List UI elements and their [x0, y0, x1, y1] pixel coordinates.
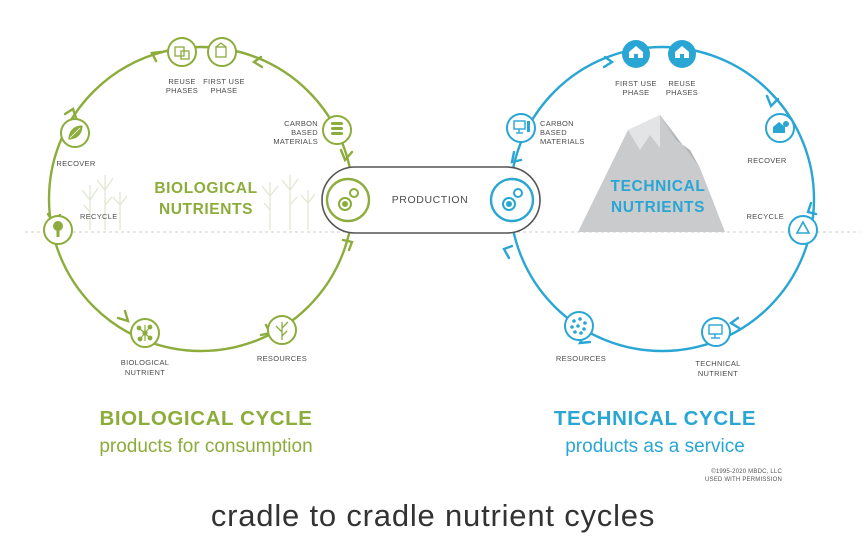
leaf-icon	[67, 124, 84, 141]
house-icon	[675, 46, 689, 58]
tech-label-nutrient-1: TECHNICAL	[695, 359, 740, 368]
bio-node-reuse	[167, 37, 197, 67]
tech-node-first-use	[622, 40, 650, 68]
tech-label-reuse-1: REUSE	[668, 79, 695, 88]
bio-label-reuse-2: PHASES	[166, 86, 198, 95]
bio-cycle-title: BIOLOGICAL CYCLE	[99, 407, 312, 430]
house-icon	[629, 46, 643, 58]
tech-label-nutrient-2: NUTRIENT	[698, 369, 738, 378]
bio-node-resources	[267, 315, 297, 345]
tech-node-reuse	[668, 40, 696, 68]
bio-label-nutrient-2: NUTRIENT	[125, 368, 165, 377]
sprout-icon	[275, 321, 289, 340]
tech-node-recycle	[788, 215, 818, 245]
bio-node-first-use	[207, 37, 237, 67]
tech-node-recover	[765, 113, 795, 143]
gear-icon	[502, 188, 523, 211]
tech-label-first-use-2: PHASE	[623, 88, 650, 97]
copyright-line2: USED WITH PERMISSION	[705, 477, 782, 483]
footer-title: cradle to cradle nutrient cycles	[211, 498, 655, 533]
house-icon	[773, 121, 789, 133]
bio-node-nutrient	[130, 318, 160, 348]
bio-cycle-subtitle: products for consumption	[99, 436, 312, 457]
tech-heading-line1: TECHNICAL	[611, 178, 706, 195]
monitor-icon	[708, 324, 723, 339]
bio-heading-line1: BIOLOGICAL	[154, 180, 257, 197]
recycle-tree-icon	[53, 221, 63, 237]
copyright-line1: ©1995-2020 MBDC, LLC	[711, 468, 782, 475]
bio-label-reuse-1: REUSE	[168, 77, 195, 86]
dots-sphere-icon	[570, 317, 587, 335]
tech-labels: FIRST USE PHASE REUSE PHASES CARBON BASE…	[540, 79, 787, 378]
tech-label-recycle: RECYCLE	[746, 212, 784, 221]
mountain-decoration	[578, 115, 725, 232]
bio-labels: REUSE PHASES FIRST USE PHASE CARBON BASE…	[56, 77, 318, 377]
bio-label-first-use-1: FIRST USE	[203, 77, 245, 86]
tech-node-resources	[564, 311, 594, 341]
recycle-icon	[795, 220, 811, 234]
bio-node-recycle	[43, 215, 73, 245]
bio-node-recover	[60, 118, 90, 148]
bio-trees-decoration	[81, 175, 316, 230]
bio-heading-line2: NUTRIENTS	[159, 201, 253, 218]
tech-label-carbon-1: CARBON	[540, 119, 574, 128]
molecule-icon	[136, 324, 153, 342]
bio-label-nutrient-1: BIOLOGICAL	[121, 358, 169, 367]
tech-heading-line2: NUTRIENTS	[611, 199, 705, 216]
tech-label-carbon-3: MATERIALS	[540, 137, 585, 146]
bio-label-carbon-3: MATERIALS	[273, 137, 318, 146]
box-icon	[215, 42, 227, 58]
tech-node-carbon	[506, 113, 536, 143]
box-icon	[174, 46, 190, 60]
tech-label-carbon-2: BASED	[540, 128, 567, 137]
monitor-icon	[513, 120, 526, 134]
bio-label-carbon-2: BASED	[291, 128, 318, 137]
bio-label-recycle: RECYCLE	[80, 212, 118, 221]
production-connector: PRODUCTION	[321, 166, 541, 234]
gear-icon	[338, 188, 359, 211]
tech-label-resources: RESOURCES	[556, 354, 606, 363]
tech-label-recover: RECOVER	[747, 156, 786, 165]
log-pile-icon	[331, 122, 343, 135]
bio-label-resources: RESOURCES	[257, 354, 307, 363]
tech-label-reuse-2: PHASES	[666, 88, 698, 97]
tech-cycle-title: TECHNICAL CYCLE	[554, 407, 756, 430]
bio-node-carbon	[322, 115, 352, 145]
tech-node-nutrient	[701, 317, 731, 347]
tech-label-first-use-1: FIRST USE	[615, 79, 657, 88]
bio-label-first-use-2: PHASE	[211, 86, 238, 95]
bio-label-carbon-1: CARBON	[284, 119, 318, 128]
bio-label-recover: RECOVER	[56, 159, 95, 168]
tech-cycle-subtitle: products as a service	[565, 436, 745, 457]
production-label: PRODUCTION	[392, 194, 469, 206]
